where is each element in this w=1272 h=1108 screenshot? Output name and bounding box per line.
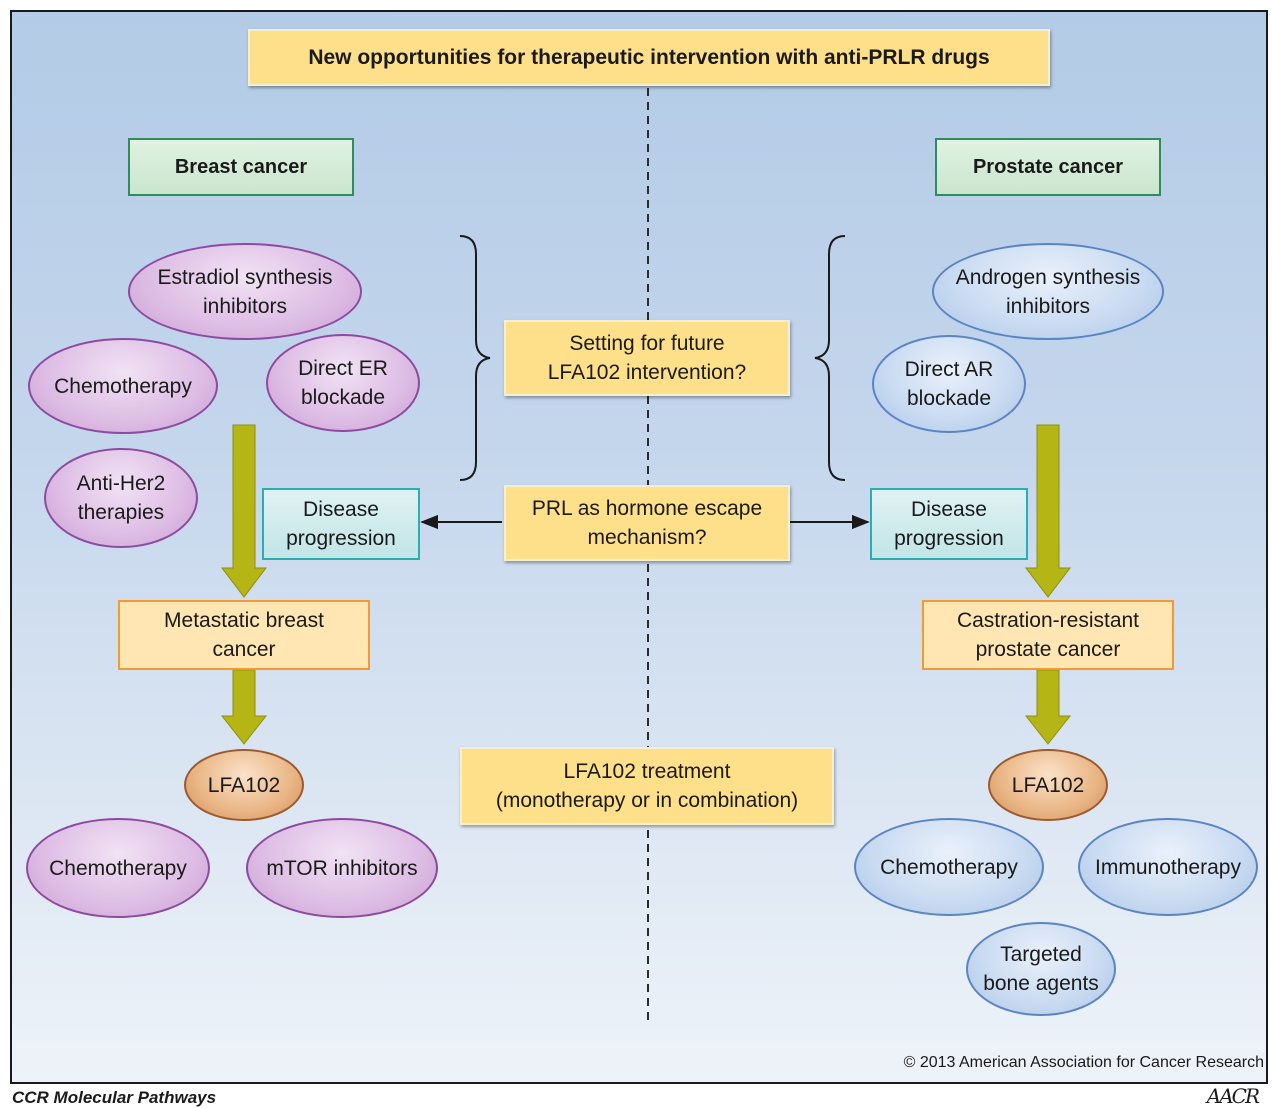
big-arrow-right-2	[1024, 669, 1072, 745]
big-arrow-right-1	[1024, 424, 1072, 598]
lfa102-prostate: LFA102	[988, 749, 1108, 821]
breast-cancer-heading: Breast cancer	[128, 138, 354, 196]
disease-progression-prostate: Disease progression	[870, 488, 1028, 560]
chemotherapy-breast-early: Chemotherapy	[28, 338, 218, 434]
anti-her2-therapies: Anti-Her2 therapies	[44, 448, 198, 548]
big-arrow-left-2	[220, 669, 268, 745]
right-brace	[814, 235, 846, 481]
castration-resistant-prostate-cancer: Castration-resistant prostate cancer	[922, 600, 1174, 670]
prostate-cancer-heading: Prostate cancer	[935, 138, 1161, 196]
direct-er-blockade: Direct ER blockade	[266, 334, 420, 432]
immunotherapy: Immunotherapy	[1078, 818, 1258, 916]
copyright-notice: © 2013 American Association for Cancer R…	[903, 1054, 1264, 1071]
journal-footer: CCR Molecular Pathways	[12, 1088, 217, 1107]
androgen-synthesis-inhibitors: Androgen synthesis inhibitors	[932, 243, 1164, 340]
chemotherapy-breast-combo: Chemotherapy	[26, 818, 210, 918]
aacr-logo: AACR	[1206, 1084, 1260, 1108]
future-setting-box: Setting for future LFA102 intervention?	[504, 320, 790, 396]
metastatic-breast-cancer: Metastatic breast cancer	[118, 600, 370, 670]
estradiol-synthesis-inhibitors: Estradiol synthesis inhibitors	[128, 243, 362, 340]
chemotherapy-prostate-combo: Chemotherapy	[854, 818, 1044, 916]
left-brace	[459, 235, 491, 481]
direct-ar-blockade: Direct AR blockade	[872, 335, 1026, 433]
hormone-escape-box: PRL as hormone escape mechanism?	[504, 485, 790, 561]
lfa102-treatment-box: LFA102 treatment (monotherapy or in comb…	[460, 747, 834, 825]
targeted-bone-agents: Targeted bone agents	[966, 922, 1116, 1016]
disease-progression-breast: Disease progression	[262, 488, 420, 560]
lfa102-breast: LFA102	[184, 749, 304, 821]
title-box: New opportunities for therapeutic interv…	[248, 29, 1050, 86]
mtor-inhibitors: mTOR inhibitors	[246, 818, 438, 918]
big-arrow-left-1	[220, 424, 268, 598]
